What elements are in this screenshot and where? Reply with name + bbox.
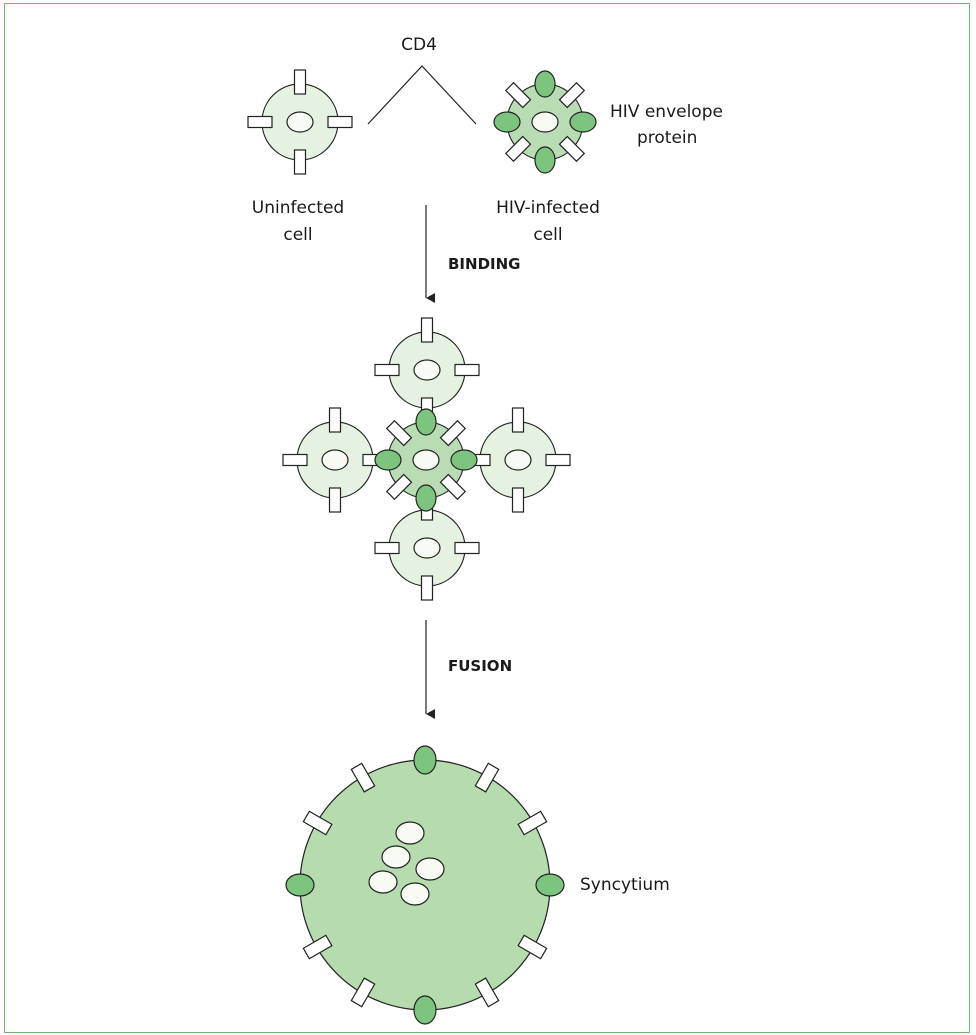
uninfected-label-line2: cell — [283, 225, 312, 245]
syncytium-label: Syncytium — [580, 875, 670, 895]
bound-cell-cluster — [282, 317, 571, 601]
syncytium-cd4-receptors — [302, 762, 548, 1008]
hiv-envelope-label-line2: protein — [637, 128, 697, 148]
bound-uninfected-cell-top — [374, 317, 480, 423]
infected-label-line2: cell — [533, 225, 562, 245]
fusion-label: FUSION — [448, 657, 512, 675]
hiv-envelope-label-line1: HIV envelope — [610, 102, 723, 122]
bound-uninfected-cell-bottom — [374, 495, 480, 601]
uninfected-label-line1: Uninfected — [252, 198, 344, 218]
syncytium-envelope-proteins — [285, 745, 565, 1025]
syncytium — [285, 745, 565, 1025]
cd4-label: CD4 — [401, 35, 437, 55]
bound-uninfected-cell-right — [465, 407, 571, 513]
uninfected-cell — [247, 69, 353, 175]
cd4-pointer-lines — [367, 65, 477, 125]
binding-label: BINDING — [448, 255, 520, 273]
infected-label-line1: HIV-infected — [496, 198, 600, 218]
bound-uninfected-cell-left — [282, 407, 388, 513]
bound-infected-cell — [374, 408, 478, 512]
syncytium-nuclei — [368, 821, 445, 906]
hiv-infected-cell — [493, 70, 597, 174]
syncytium-cell-body — [299, 759, 551, 1011]
